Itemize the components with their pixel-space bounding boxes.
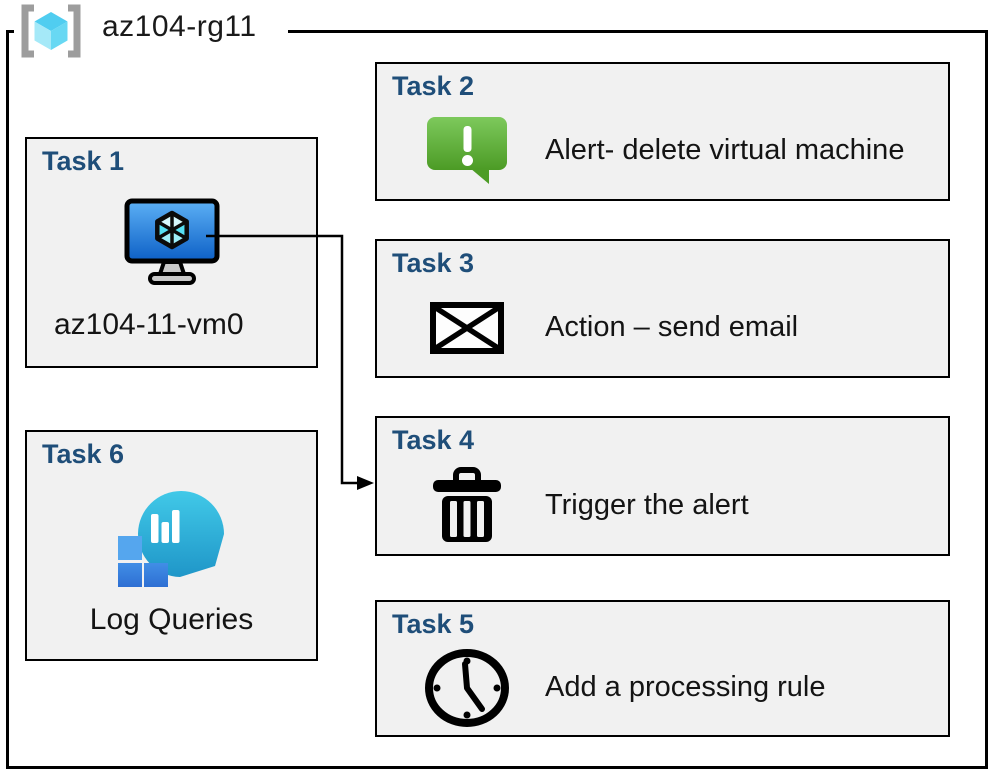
log-analytics-icon (117, 490, 224, 587)
task5-box: Task 5 Add a processing rule (375, 600, 950, 737)
task3-label: Action – send email (545, 311, 799, 344)
alert-message-icon (427, 116, 507, 184)
task1-box: Task 1 az104-11-vm0 (25, 137, 318, 368)
task3-box: Task 3 Action – send email (375, 239, 950, 378)
resource-group-icon (21, 4, 81, 58)
virtual-machine-icon (124, 198, 219, 285)
task5-label: Add a processing rule (545, 671, 826, 704)
clock-icon (425, 648, 509, 727)
task4-title: Task 4 (392, 425, 475, 455)
task3-title: Task 3 (392, 248, 475, 278)
task2-label: Alert- delete virtual machine (545, 134, 905, 167)
frame-title-gap (14, 26, 288, 37)
task6-title: Task 6 (42, 439, 125, 469)
task5-title: Task 5 (392, 609, 475, 639)
task1-title: Task 1 (42, 146, 125, 176)
email-envelope-icon (430, 301, 504, 354)
task2-title: Task 2 (392, 71, 475, 101)
task2-box: Task 2 Alert- delete virtual machine (375, 62, 950, 201)
task4-box: Task 4 Trigger the alert (375, 416, 950, 556)
task6-label: Log Queries (89, 603, 254, 636)
resource-group-label: az104-rg11 (102, 10, 257, 43)
trash-icon (433, 467, 501, 543)
task1-label: az104-11-vm0 (54, 308, 244, 341)
task4-label: Trigger the alert (545, 488, 749, 521)
task6-box: Task 6 Log Queries (25, 430, 318, 661)
